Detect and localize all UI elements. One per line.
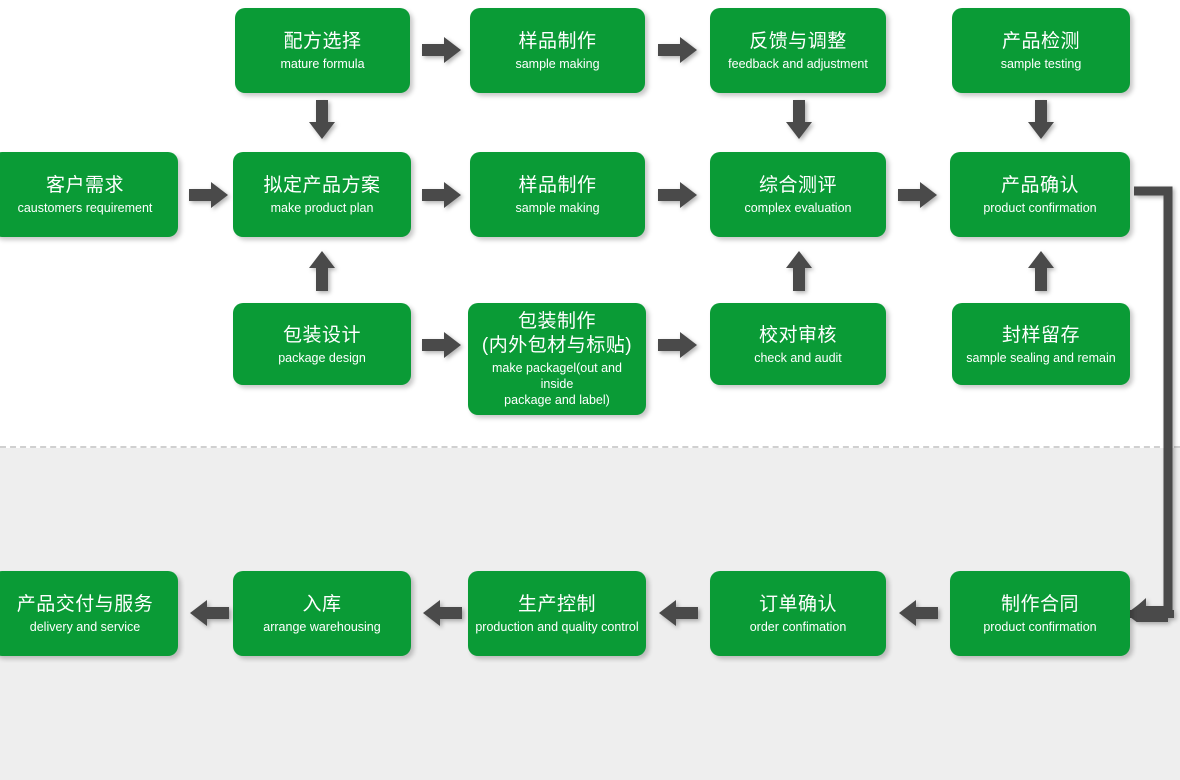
arrow-left-warehousing-to-delivery xyxy=(189,598,229,628)
arrow-down-testing-to-confirmation xyxy=(1026,100,1056,140)
node-formula-selection[interactable]: 配方选择 mature formula xyxy=(235,8,410,93)
arrow-left-contract-to-order xyxy=(898,598,938,628)
arrow-right-design-to-production xyxy=(422,330,462,360)
node-label-en: product confirmation xyxy=(983,201,1097,215)
node-label-zh: 综合测评 xyxy=(758,175,837,196)
node-label-zh: 入库 xyxy=(302,594,342,615)
node-make-product-plan[interactable]: 拟定产品方案 make product plan xyxy=(233,152,411,237)
elbow-connector-confirmation-to-contract xyxy=(1130,182,1180,622)
node-product-testing[interactable]: 产品检测 sample testing xyxy=(952,8,1130,93)
node-label-zh: 拟定产品方案 xyxy=(263,175,381,196)
node-label-en: caustomers requirement xyxy=(17,201,153,215)
node-label-en: check and audit xyxy=(754,350,842,365)
node-label-zh: 样品制作 xyxy=(518,175,597,196)
node-label-en: package design xyxy=(278,350,366,365)
node-label-zh: 产品交付与服务 xyxy=(16,594,154,615)
arrow-right-sample-to-evaluation xyxy=(658,180,698,210)
node-label-en: arrange warehousing xyxy=(263,620,381,634)
node-label-en: make packagel(out and inside package and… xyxy=(492,361,622,407)
node-label-en: feedback and adjustment xyxy=(728,57,868,71)
node-label-en: product confirmation xyxy=(983,620,1097,634)
node-label-zh: 产品确认 xyxy=(1000,175,1079,196)
node-label-zh: 校对审核 xyxy=(758,324,837,346)
node-label-en: complex evaluation xyxy=(744,201,852,215)
node-label-zh: 生产控制 xyxy=(517,594,596,615)
node-production-control[interactable]: 生产控制 production and quality control xyxy=(468,571,646,656)
node-sample-making-top[interactable]: 样品制作 sample making xyxy=(470,8,645,93)
arrow-down-feedback-to-evaluation xyxy=(784,100,814,140)
node-feedback-adjustment[interactable]: 反馈与调整 feedback and adjustment xyxy=(710,8,886,93)
node-label-en: production and quality control xyxy=(475,620,639,634)
node-label-zh: 包装设计 xyxy=(282,324,361,346)
arrow-right-production-to-check xyxy=(658,330,698,360)
arrow-down-formula-to-plan xyxy=(307,100,337,140)
node-make-contract[interactable]: 制作合同 product confirmation xyxy=(950,571,1130,656)
node-label-en: sample making xyxy=(515,201,600,215)
node-label-zh: 配方选择 xyxy=(283,31,362,52)
arrow-right-sample-to-feedback xyxy=(658,35,698,65)
arrow-left-production-to-warehousing xyxy=(422,598,462,628)
node-label-zh: 反馈与调整 xyxy=(749,31,847,52)
arrow-right-requirement-to-plan xyxy=(189,180,229,210)
node-arrange-warehousing[interactable]: 入库 arrange warehousing xyxy=(233,571,411,656)
node-label-en: sample making xyxy=(515,57,600,71)
node-order-confirmation[interactable]: 订单确认 order confimation xyxy=(710,571,886,656)
node-delivery-and-service[interactable]: 产品交付与服务 delivery and service xyxy=(0,571,178,656)
arrow-up-sample-sealing-to-confirmation xyxy=(1026,250,1056,292)
node-package-production[interactable]: 包装制作 (内外包材与标贴) make packagel(out and ins… xyxy=(468,303,646,415)
node-customer-requirement[interactable]: 客户需求 caustomers requirement xyxy=(0,152,178,237)
node-label-zh: 产品检测 xyxy=(1001,31,1080,52)
node-label-en: sample sealing and remain xyxy=(966,350,1116,365)
node-product-confirmation[interactable]: 产品确认 product confirmation xyxy=(950,152,1130,237)
node-label-zh: 样品制作 xyxy=(518,31,597,52)
node-label-zh: 客户需求 xyxy=(45,175,124,196)
node-label-zh: 包装制作 (内外包材与标贴) xyxy=(481,311,633,356)
node-label-zh: 封样留存 xyxy=(1001,324,1080,346)
node-label-en: order confimation xyxy=(749,620,847,634)
node-label-en: make product plan xyxy=(270,201,374,215)
node-complex-evaluation[interactable]: 综合测评 complex evaluation xyxy=(710,152,886,237)
node-sample-sealing[interactable]: 封样留存 sample sealing and remain xyxy=(952,303,1130,385)
node-label-en: delivery and service xyxy=(29,620,141,634)
arrow-up-package-design-to-plan xyxy=(307,250,337,292)
arrow-right-formula-to-sample xyxy=(422,35,462,65)
node-sample-making-middle[interactable]: 样品制作 sample making xyxy=(470,152,645,237)
arrow-right-plan-to-sample xyxy=(422,180,462,210)
arrow-up-check-audit-to-evaluation xyxy=(784,250,814,292)
node-label-en: mature formula xyxy=(280,57,365,71)
arrow-right-evaluation-to-confirmation xyxy=(898,180,938,210)
node-label-en: sample testing xyxy=(1000,57,1082,71)
node-check-and-audit[interactable]: 校对审核 check and audit xyxy=(710,303,886,385)
section-divider xyxy=(0,446,1180,448)
node-label-zh: 制作合同 xyxy=(1000,594,1079,615)
node-label-zh: 订单确认 xyxy=(758,594,837,615)
node-package-design[interactable]: 包装设计 package design xyxy=(233,303,411,385)
arrow-left-order-to-production xyxy=(658,598,698,628)
